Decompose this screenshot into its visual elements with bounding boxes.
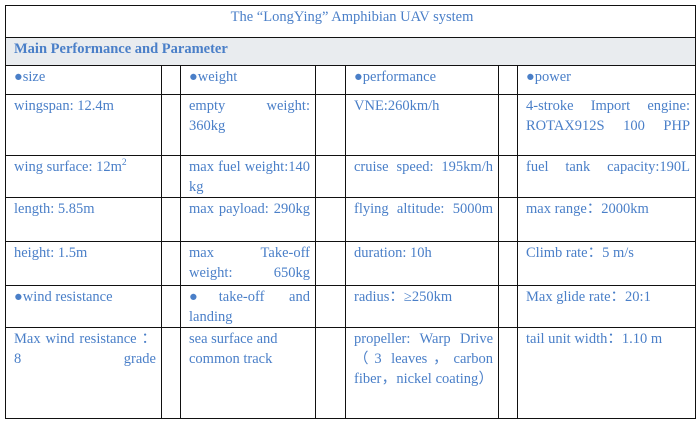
category-power: ●power bbox=[516, 65, 697, 95]
max-fuel-weight-cell: max fuel weight:140 kg bbox=[180, 155, 316, 198]
table-row: ●wind resistance ●take-off and landing r… bbox=[5, 285, 697, 328]
column-gap bbox=[161, 327, 181, 419]
radius-cell: radius：≥250km bbox=[345, 285, 499, 328]
empty-weight-cell: empty weight: 360kg bbox=[180, 94, 316, 156]
engine-cell: 4-stroke Import engine: ROTAX912S 100 PH… bbox=[516, 94, 697, 156]
column-gap bbox=[161, 65, 181, 95]
table-row: Max wind resistance ： 8 grade sea surfac… bbox=[5, 327, 697, 419]
column-gap bbox=[161, 155, 181, 198]
wingspan-cell: wingspan: 12.4m bbox=[5, 94, 162, 156]
column-gap bbox=[315, 94, 346, 156]
max-glide-rate-cell: Max glide rate：20:1 bbox=[516, 285, 697, 328]
column-gap bbox=[315, 241, 346, 286]
climb-rate-cell: Climb rate：5 m/s bbox=[516, 241, 697, 286]
column-gap bbox=[498, 327, 518, 419]
table-row: wingspan: 12.4m empty weight: 360kg VNE:… bbox=[5, 94, 697, 156]
column-gap bbox=[161, 197, 181, 242]
height-cell: height: 1.5m bbox=[5, 241, 162, 286]
column-gap bbox=[315, 197, 346, 242]
table-row: wing surface: 12m2 max fuel weight:140 k… bbox=[5, 155, 697, 198]
wing-surface-cell: wing surface: 12m2 bbox=[5, 155, 162, 198]
tail-unit-width-cell: tail unit width：1.10 m bbox=[516, 327, 697, 419]
flying-altitude-cell: flying altitude: 5000m bbox=[345, 197, 499, 242]
vne-cell: VNE:260km/h bbox=[345, 94, 499, 156]
table-row: ●size ●weight ●performance ●power bbox=[5, 65, 697, 95]
column-gap bbox=[315, 155, 346, 198]
column-gap bbox=[498, 94, 518, 156]
category-performance: ●performance bbox=[345, 65, 499, 95]
fuel-tank-cell: fuel tank capacity:190L bbox=[516, 155, 697, 198]
wing-surface-superscript: 2 bbox=[121, 158, 127, 169]
category-takeoff-landing: ●take-off and landing bbox=[180, 285, 316, 328]
section-heading: Main Performance and Parameter bbox=[4, 37, 697, 66]
column-gap bbox=[498, 197, 518, 242]
length-cell: length: 5.85m bbox=[5, 197, 162, 242]
column-gap bbox=[498, 65, 518, 95]
duration-cell: duration: 10h bbox=[345, 241, 499, 286]
table-row: height: 1.5m max Take-off weight: 650kg … bbox=[5, 241, 697, 286]
column-gap bbox=[315, 327, 346, 419]
column-gap bbox=[315, 285, 346, 328]
column-gap bbox=[498, 285, 518, 328]
column-gap bbox=[498, 155, 518, 198]
takeoff-surface-cell: sea surface and common track bbox=[180, 327, 316, 419]
column-gap bbox=[161, 241, 181, 286]
category-wind-resistance: ●wind resistance bbox=[5, 285, 162, 328]
column-gap bbox=[498, 241, 518, 286]
column-gap bbox=[161, 94, 181, 156]
cruise-speed-cell: cruise speed: 195km/h bbox=[345, 155, 499, 198]
propeller-cell: propeller: Warp Drive （3 leaves，carbon f… bbox=[345, 327, 499, 419]
wing-surface-text: wing surface: 12m bbox=[14, 159, 122, 175]
max-payload-cell: max payload: 290kg bbox=[180, 197, 316, 242]
table-title: The “LongYing” Amphibian UAV system bbox=[4, 5, 697, 38]
parameter-table: The “LongYing” Amphibian UAV system Main… bbox=[4, 5, 697, 419]
max-range-cell: max range：2000km bbox=[516, 197, 697, 242]
column-gap bbox=[315, 65, 346, 95]
category-weight: ●weight bbox=[180, 65, 316, 95]
category-size: ●size bbox=[5, 65, 162, 95]
max-wind-resistance-cell: Max wind resistance ： 8 grade bbox=[5, 327, 162, 419]
column-gap bbox=[161, 285, 181, 328]
table-row: length: 5.85m max payload: 290kg flying … bbox=[5, 197, 697, 242]
max-takeoff-weight-cell: max Take-off weight: 650kg bbox=[180, 241, 316, 286]
